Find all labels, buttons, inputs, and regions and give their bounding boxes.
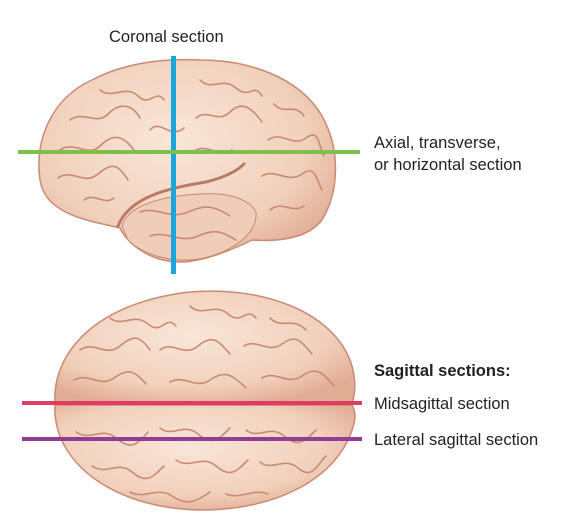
lateral-sagittal-section-line [22, 437, 362, 441]
axial-section-label-line2: or horizontal section [374, 156, 522, 174]
coronal-section-label: Coronal section [109, 28, 224, 46]
midsagittal-section-line [22, 401, 362, 405]
coronal-section-line [171, 56, 176, 274]
axial-section-label-line1: Axial, transverse, [374, 134, 501, 152]
lateral-brain-icon [38, 58, 337, 263]
axial-section-line [18, 150, 360, 154]
midsagittal-section-label: Midsagittal section [374, 395, 510, 413]
lateral-sagittal-section-label: Lateral sagittal section [374, 431, 539, 449]
superior-brain-icon [54, 290, 356, 511]
sagittal-sections-heading: Sagittal sections: [374, 362, 511, 380]
